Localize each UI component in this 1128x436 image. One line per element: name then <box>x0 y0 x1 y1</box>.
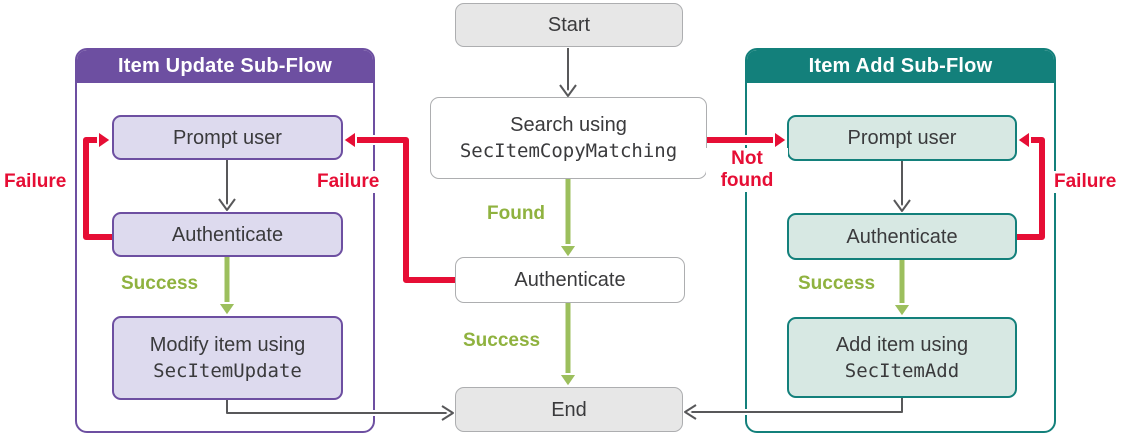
add-prompt-user-label: Prompt user <box>847 127 957 149</box>
end-node: End <box>455 387 683 432</box>
failure-center-edge-label: Failure <box>314 171 383 193</box>
add-prompt-user-node: Prompt user <box>787 115 1017 161</box>
red-failure-arrows <box>81 129 1047 285</box>
item-update-subflow-title: Item Update Sub-Flow <box>77 50 373 83</box>
success-add-edge-label: Success <box>795 273 879 295</box>
item-add-subflow-title: Item Add Sub-Flow <box>747 50 1054 83</box>
success-update-edge-label: Success <box>118 273 202 295</box>
search-node: Search using SecItemCopyMatching <box>430 97 707 179</box>
end-node-label: End <box>551 398 587 421</box>
update-prompt-user-node: Prompt user <box>112 115 343 160</box>
success-center-edge-label: Success <box>460 330 544 352</box>
add-item-node: Add item using SecItemAdd <box>787 317 1017 398</box>
update-authenticate-node: Authenticate <box>112 212 343 257</box>
add-authenticate-label: Authenticate <box>846 225 958 248</box>
update-modify-item-node: Modify item using SecItemUpdate <box>112 316 343 400</box>
update-authenticate-label: Authenticate <box>171 223 284 246</box>
update-modify-item-line1: Modify item using <box>149 334 306 356</box>
search-node-code: SecItemCopyMatching <box>459 140 678 162</box>
green-success-arrows <box>216 179 913 389</box>
found-edge-label: Found <box>484 203 549 225</box>
add-item-code: SecItemAdd <box>844 359 960 382</box>
failure-add-edge-label: Failure <box>1051 171 1120 193</box>
start-node-label: Start <box>547 14 591 36</box>
authenticate-center-node: Authenticate <box>455 257 685 303</box>
update-prompt-user-label: Prompt user <box>173 126 282 149</box>
search-node-line1: Search using <box>510 114 627 136</box>
add-item-line1: Add item using <box>835 333 969 356</box>
authenticate-center-label: Authenticate <box>514 269 626 291</box>
not-found-edge-label: Not found <box>706 148 788 192</box>
add-authenticate-node: Authenticate <box>787 213 1017 260</box>
gray-connector-arrows <box>216 48 913 423</box>
start-node: Start <box>455 3 683 47</box>
failure-update-edge-label: Failure <box>1 171 70 193</box>
update-modify-item-code: SecItemUpdate <box>153 360 302 382</box>
